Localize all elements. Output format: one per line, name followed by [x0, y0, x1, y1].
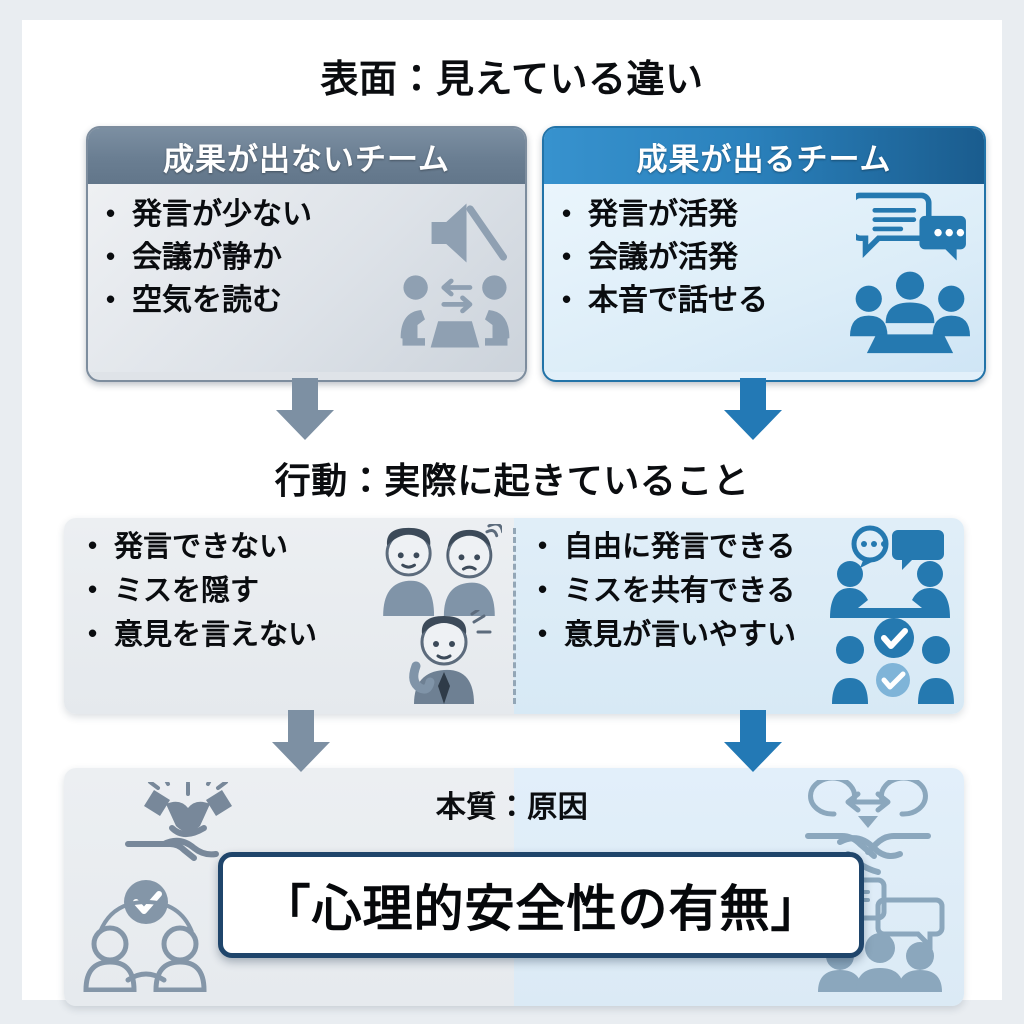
- two-worried-people-icon: [383, 524, 502, 617]
- list-item: ミスを共有できる: [542, 576, 964, 606]
- card-high-performing-body: 発言が活発 会議が活発 本音で話せる: [544, 184, 984, 372]
- meeting-people-icon: [850, 271, 970, 354]
- list-item: 空気を読む: [110, 286, 525, 316]
- chat-bubbles-icon: [856, 192, 966, 261]
- list-item: 本音で話せる: [566, 286, 984, 316]
- list-item: 意見を言えない: [92, 620, 514, 650]
- card-high-performing-team: 成果が出るチーム 発言が活発 会議が活発 本音で話せる: [542, 126, 986, 382]
- card-low-performing-header: 成果が出ないチーム: [88, 128, 525, 184]
- list-item: 発言できない: [92, 532, 514, 562]
- card-low-performing-body: 発言が少ない 会議が静か 空気を読む: [88, 184, 525, 372]
- section-title-behavior: 行動：実際に起きていること: [274, 460, 750, 501]
- two-people-check-icon: [83, 880, 207, 992]
- card-low-performing-team: 成果が出ないチーム 発言が少ない 会議が静か 空気を読む: [86, 126, 527, 382]
- behavior-panel-negative: 発言できない ミスを隠す 意見を言えない: [64, 518, 514, 714]
- team-check-icon: [832, 618, 954, 704]
- muted-speaker-icon: [431, 203, 507, 263]
- conclusion-box: 「心理的安全性の有無」: [218, 852, 864, 958]
- list-item: 発言が少ない: [110, 200, 525, 230]
- section-title-essence: 本質：原因: [435, 791, 589, 824]
- arrow-down-good-2: [724, 710, 782, 772]
- card-high-performing-header: 成果が出るチーム: [544, 128, 984, 184]
- stressed-person-icon: [409, 610, 492, 704]
- behavior-negative-list: 発言できない ミスを隠す 意見を言えない: [64, 518, 514, 650]
- handshake-icon: [125, 782, 232, 861]
- section-title-surface: 表面：見えている違い: [320, 59, 704, 101]
- people-talking-desk-icon: [830, 525, 950, 618]
- list-item: ミスを隠す: [92, 576, 514, 606]
- list-item: 発言が活発: [566, 200, 984, 230]
- essence-band: [64, 768, 964, 1006]
- behavior-panel-positive: 自由に発言できる ミスを共有できる 意見が言いやすい: [514, 518, 964, 714]
- list-item: 会議が静か: [110, 243, 525, 273]
- conclusion-text: 「心理的安全性の有無」: [260, 881, 822, 937]
- arrow-down-bad-1: [276, 378, 334, 440]
- list-item: 意見が言いやすい: [542, 620, 964, 650]
- list-item: 自由に発言できる: [542, 532, 964, 562]
- high-performing-bullet-list: 発言が活発 会議が活発 本音で話せる: [544, 190, 984, 316]
- low-performing-bullet-list: 発言が少ない 会議が静か 空気を読む: [88, 190, 525, 316]
- behavior-positive-list: 自由に発言できる ミスを共有できる 意見が言いやすい: [514, 518, 964, 650]
- infographic-canvas: 表面：見えている違い 成果が出ないチーム 発言が少ない 会議が静か 空気を読む: [22, 20, 1002, 1006]
- behavior-band: 発言できない ミスを隠す 意見を言えない: [64, 518, 964, 714]
- list-item: 会議が活発: [566, 243, 984, 273]
- two-people-table-icon: [400, 275, 510, 348]
- arrow-down-bad-2: [272, 710, 330, 772]
- behavior-band-divider: [513, 528, 516, 704]
- arrow-down-good-1: [724, 378, 782, 440]
